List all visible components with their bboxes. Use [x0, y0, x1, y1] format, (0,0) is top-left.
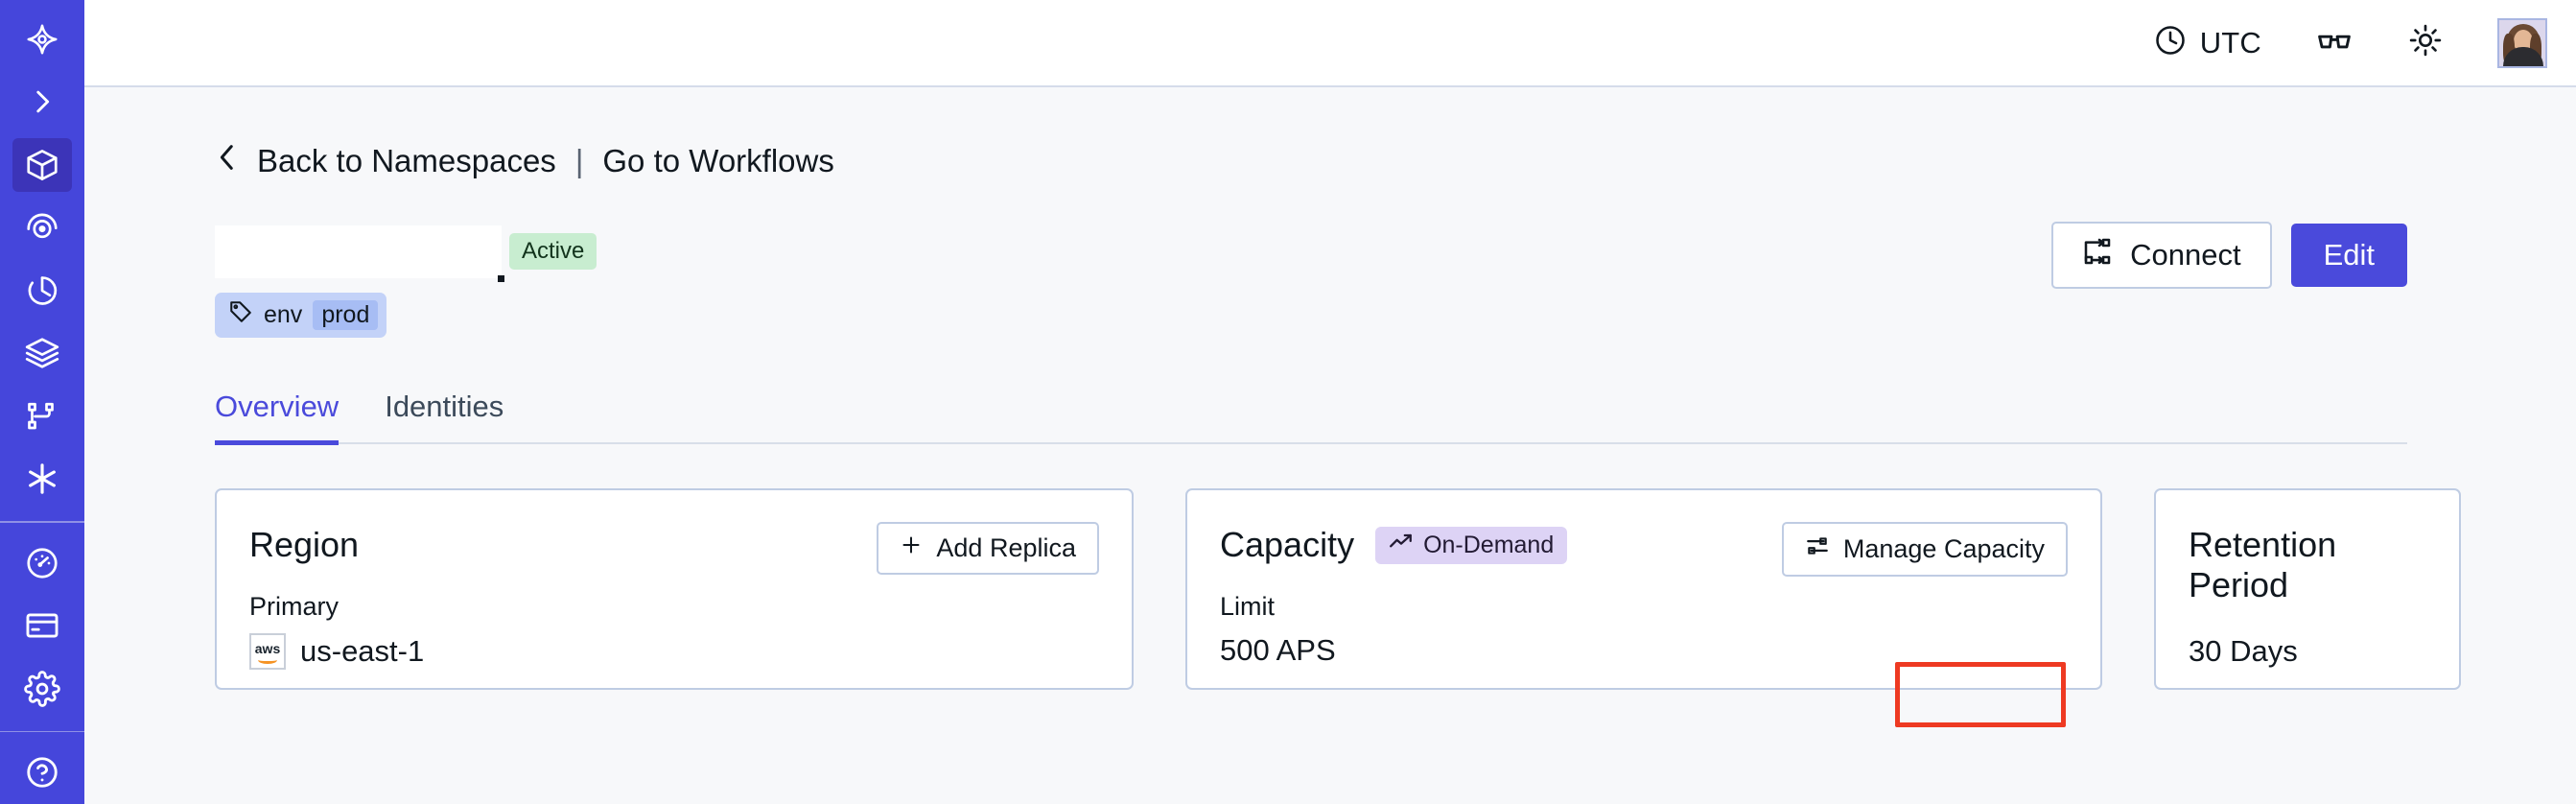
sidebar-item-observability[interactable]	[12, 201, 72, 255]
region-value-row: aws us-east-1	[249, 633, 1099, 670]
add-replica-label: Add Replica	[936, 533, 1076, 562]
tab-bar: Overview Identities	[215, 390, 2407, 445]
breadcrumb-back-link[interactable]: Back to Namespaces	[257, 143, 556, 178]
reading-mode-button[interactable]	[2315, 21, 2354, 64]
chevron-left-icon[interactable]	[215, 141, 240, 181]
sidebar-item-schedules[interactable]	[12, 264, 72, 318]
region-card: Region Add Replica Primary	[215, 488, 1134, 690]
breadcrumb-workflows-link[interactable]: Go to Workflows	[602, 143, 834, 178]
sidebar-item-expand[interactable]	[12, 76, 72, 130]
tag-row: env prod	[215, 293, 2492, 338]
retention-card-head: Retention Period	[2189, 525, 2426, 605]
sidebar-item-nexus[interactable]	[12, 453, 72, 507]
capacity-card-title: Capacity	[1220, 525, 1355, 564]
main-content: Back to Namespaces | Go to Workflows Act…	[84, 87, 2576, 804]
page-title-row: Active	[215, 222, 2492, 289]
sidebar-item-layers[interactable]	[12, 327, 72, 381]
avatar-body	[2503, 46, 2543, 66]
tag-value: prod	[313, 300, 379, 330]
avatar[interactable]	[2497, 17, 2547, 68]
capacity-card-head: Capacity On-Demand	[1220, 525, 2068, 565]
help-icon	[24, 754, 60, 791]
expand-chevron-icon	[26, 85, 59, 118]
observability-eye-icon	[24, 209, 60, 246]
workflows-branch-icon	[25, 399, 59, 434]
sidebar-item-help[interactable]	[12, 745, 72, 799]
schedules-timer-icon	[24, 272, 60, 309]
region-card-title: Region	[249, 525, 360, 564]
sidebar-item-logo[interactable]	[12, 12, 72, 66]
aws-logo-text: aws	[254, 640, 281, 656]
status-badge: Active	[509, 233, 597, 270]
region-primary-label: Primary	[249, 592, 339, 621]
aws-logo-icon: aws	[249, 633, 286, 670]
sidebar-divider-2	[0, 730, 84, 733]
plus-icon	[900, 533, 923, 563]
billing-card-icon	[24, 607, 60, 644]
sun-icon	[2407, 22, 2444, 63]
capacity-limit-label: Limit	[1220, 592, 1276, 621]
clock-icon	[2153, 23, 2188, 62]
connect-button[interactable]: Connect	[2051, 222, 2272, 289]
namespaces-cube-icon	[24, 147, 60, 183]
connect-button-label: Connect	[2130, 238, 2241, 272]
sidebar-item-settings[interactable]	[12, 662, 72, 716]
region-card-head: Region	[249, 525, 1099, 565]
primary-sidebar	[0, 0, 84, 804]
page-title-dot	[498, 275, 504, 282]
glasses-icon	[2315, 21, 2354, 64]
add-replica-button[interactable]: Add Replica	[877, 522, 1099, 575]
region-value: us-east-1	[300, 634, 425, 668]
sidebar-item-namespaces[interactable]	[12, 138, 72, 192]
overview-cards: Region Add Replica Primary	[215, 488, 2492, 690]
trending-up-icon	[1389, 532, 1414, 559]
manage-capacity-button[interactable]: Manage Capacity	[1781, 522, 2068, 577]
theme-toggle-button[interactable]	[2407, 22, 2444, 63]
connection-icon	[2082, 236, 2113, 274]
settings-gear-icon	[24, 671, 60, 707]
capacity-card: Capacity On-Demand	[1185, 488, 2102, 690]
header-actions: Connect Edit	[2051, 222, 2407, 289]
retention-card-title: Retention Period	[2189, 525, 2337, 604]
capacity-limit-value: 500 APS	[1220, 633, 1336, 667]
timezone-label: UTC	[2199, 25, 2261, 59]
manage-capacity-label: Manage Capacity	[1842, 534, 2045, 563]
tag-icon	[228, 299, 253, 331]
edit-button[interactable]: Edit	[2290, 224, 2407, 287]
aws-logo-smile	[258, 656, 277, 664]
page-title	[215, 225, 502, 278]
sidebar-divider-1	[0, 521, 84, 524]
right-pane: UTC	[84, 0, 2576, 804]
timezone-selector[interactable]: UTC	[2153, 23, 2261, 62]
tab-identities[interactable]: Identities	[385, 390, 504, 423]
namespace-tag[interactable]: env prod	[215, 293, 387, 338]
sidebar-item-billing[interactable]	[12, 600, 72, 653]
nexus-asterisk-icon	[23, 460, 61, 498]
tag-key: env	[264, 301, 303, 328]
breadcrumb[interactable]: Back to Namespaces | Go to Workflows	[215, 141, 834, 181]
retention-card: Retention Period 30 Days	[2154, 488, 2461, 690]
sidebar-item-usage[interactable]	[12, 536, 72, 590]
usage-gauge-icon	[24, 545, 60, 581]
retention-value: 30 Days	[2189, 634, 2298, 668]
on-demand-badge: On-Demand	[1375, 526, 1568, 564]
sliders-icon	[1805, 533, 1830, 565]
layers-icon	[24, 335, 60, 371]
on-demand-label: On-Demand	[1423, 531, 1555, 558]
top-bar: UTC	[84, 0, 2576, 87]
sidebar-item-workflows[interactable]	[12, 390, 72, 443]
tab-overview[interactable]: Overview	[215, 390, 340, 445]
logo-icon	[24, 21, 60, 58]
breadcrumb-separator: |	[574, 143, 584, 178]
